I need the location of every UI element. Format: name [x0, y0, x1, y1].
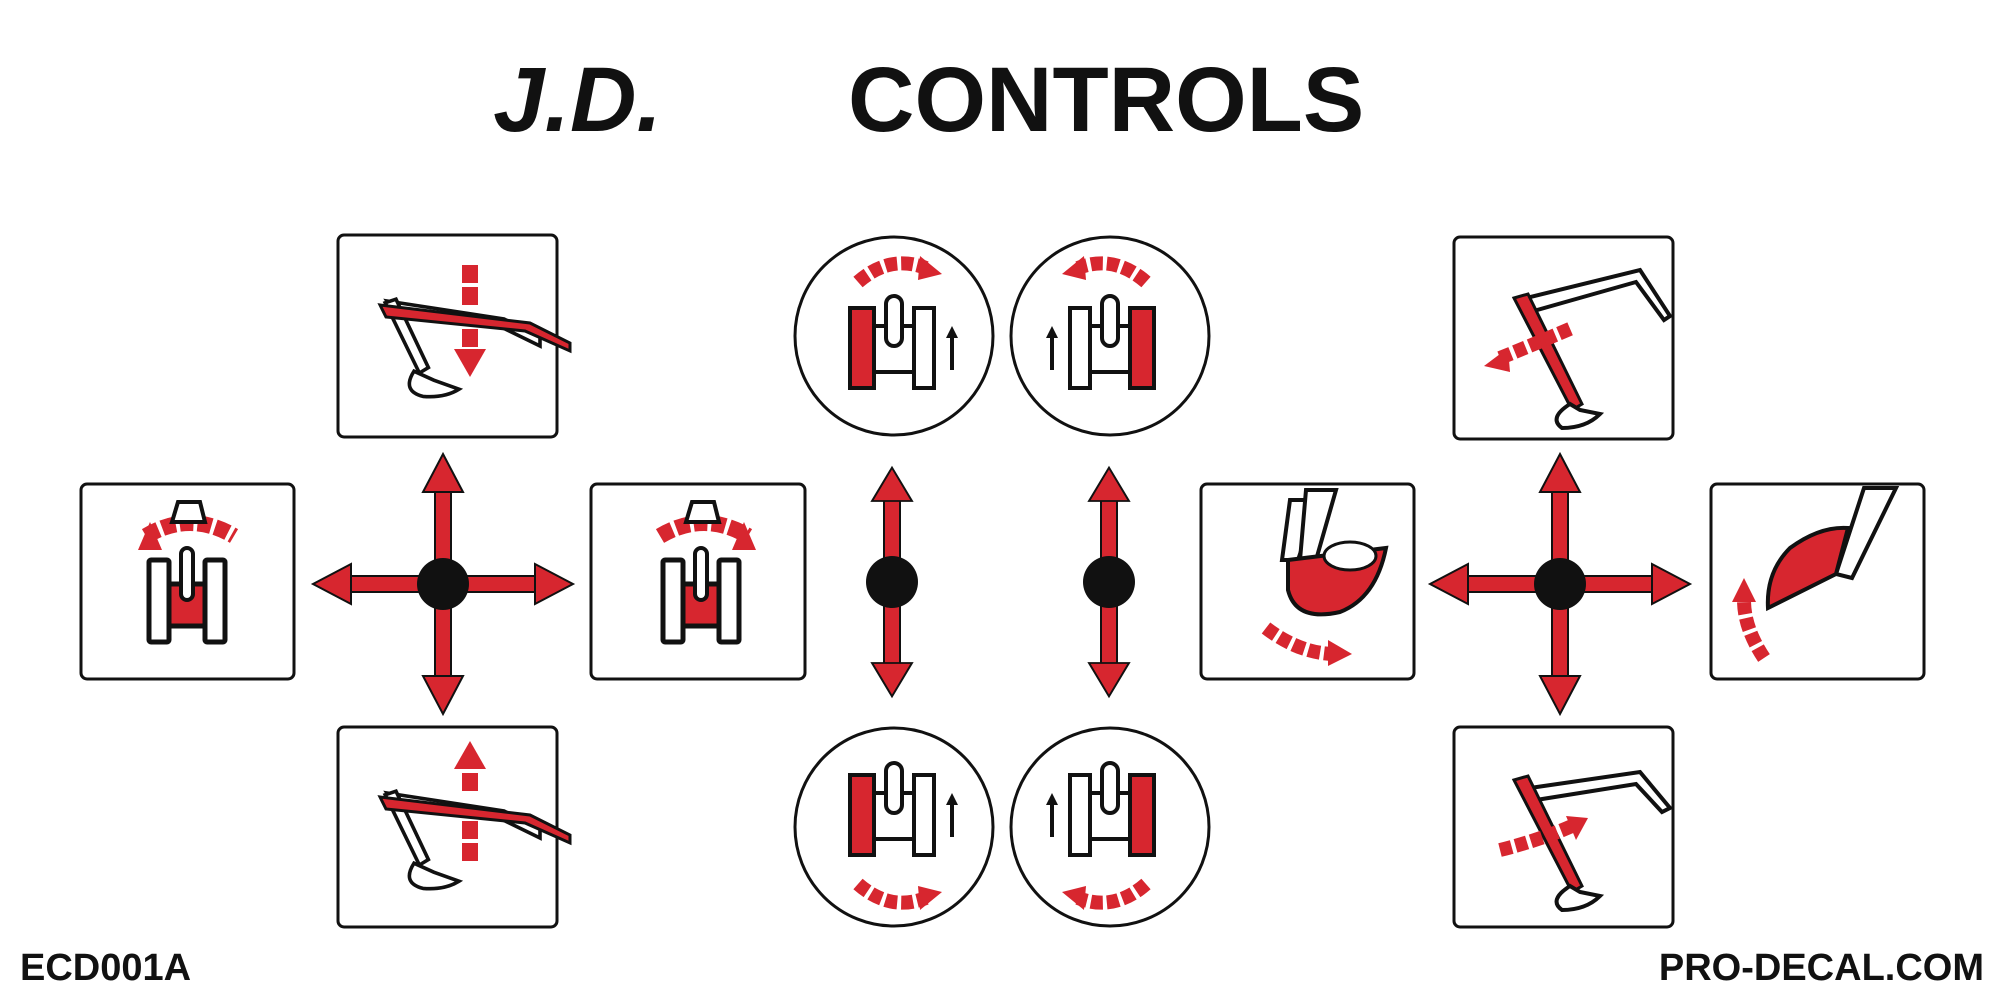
page-title: CONTROLS [848, 49, 1364, 151]
left-pivot-dot [417, 558, 469, 610]
boom-up-icon [336, 233, 572, 439]
part-number: ECD001A [20, 947, 191, 989]
bucket-dump-icon [1709, 482, 1926, 681]
left-joystick-pad [79, 233, 807, 929]
right-track-reverse-icon [1009, 726, 1211, 928]
right-track-lever-dot [1083, 556, 1135, 608]
arm-out-icon [1452, 235, 1675, 441]
left-track-lever-dot [866, 556, 918, 608]
brand-title: J.D. [493, 49, 662, 151]
track-levers [793, 235, 1211, 928]
swing-right-icon [589, 482, 807, 681]
right-track-forward-icon [1009, 235, 1211, 437]
right-pivot-dot [1534, 558, 1586, 610]
boom-down-icon [336, 725, 572, 929]
right-joystick-pad [1199, 235, 1926, 929]
arm-in-icon [1452, 725, 1675, 929]
swing-left-icon [79, 482, 296, 681]
left-track-reverse-icon [793, 726, 995, 928]
left-track-forward-icon [793, 235, 995, 437]
website-label: PRO-DECAL.COM [1659, 947, 1984, 989]
bucket-curl-icon [1199, 482, 1416, 681]
